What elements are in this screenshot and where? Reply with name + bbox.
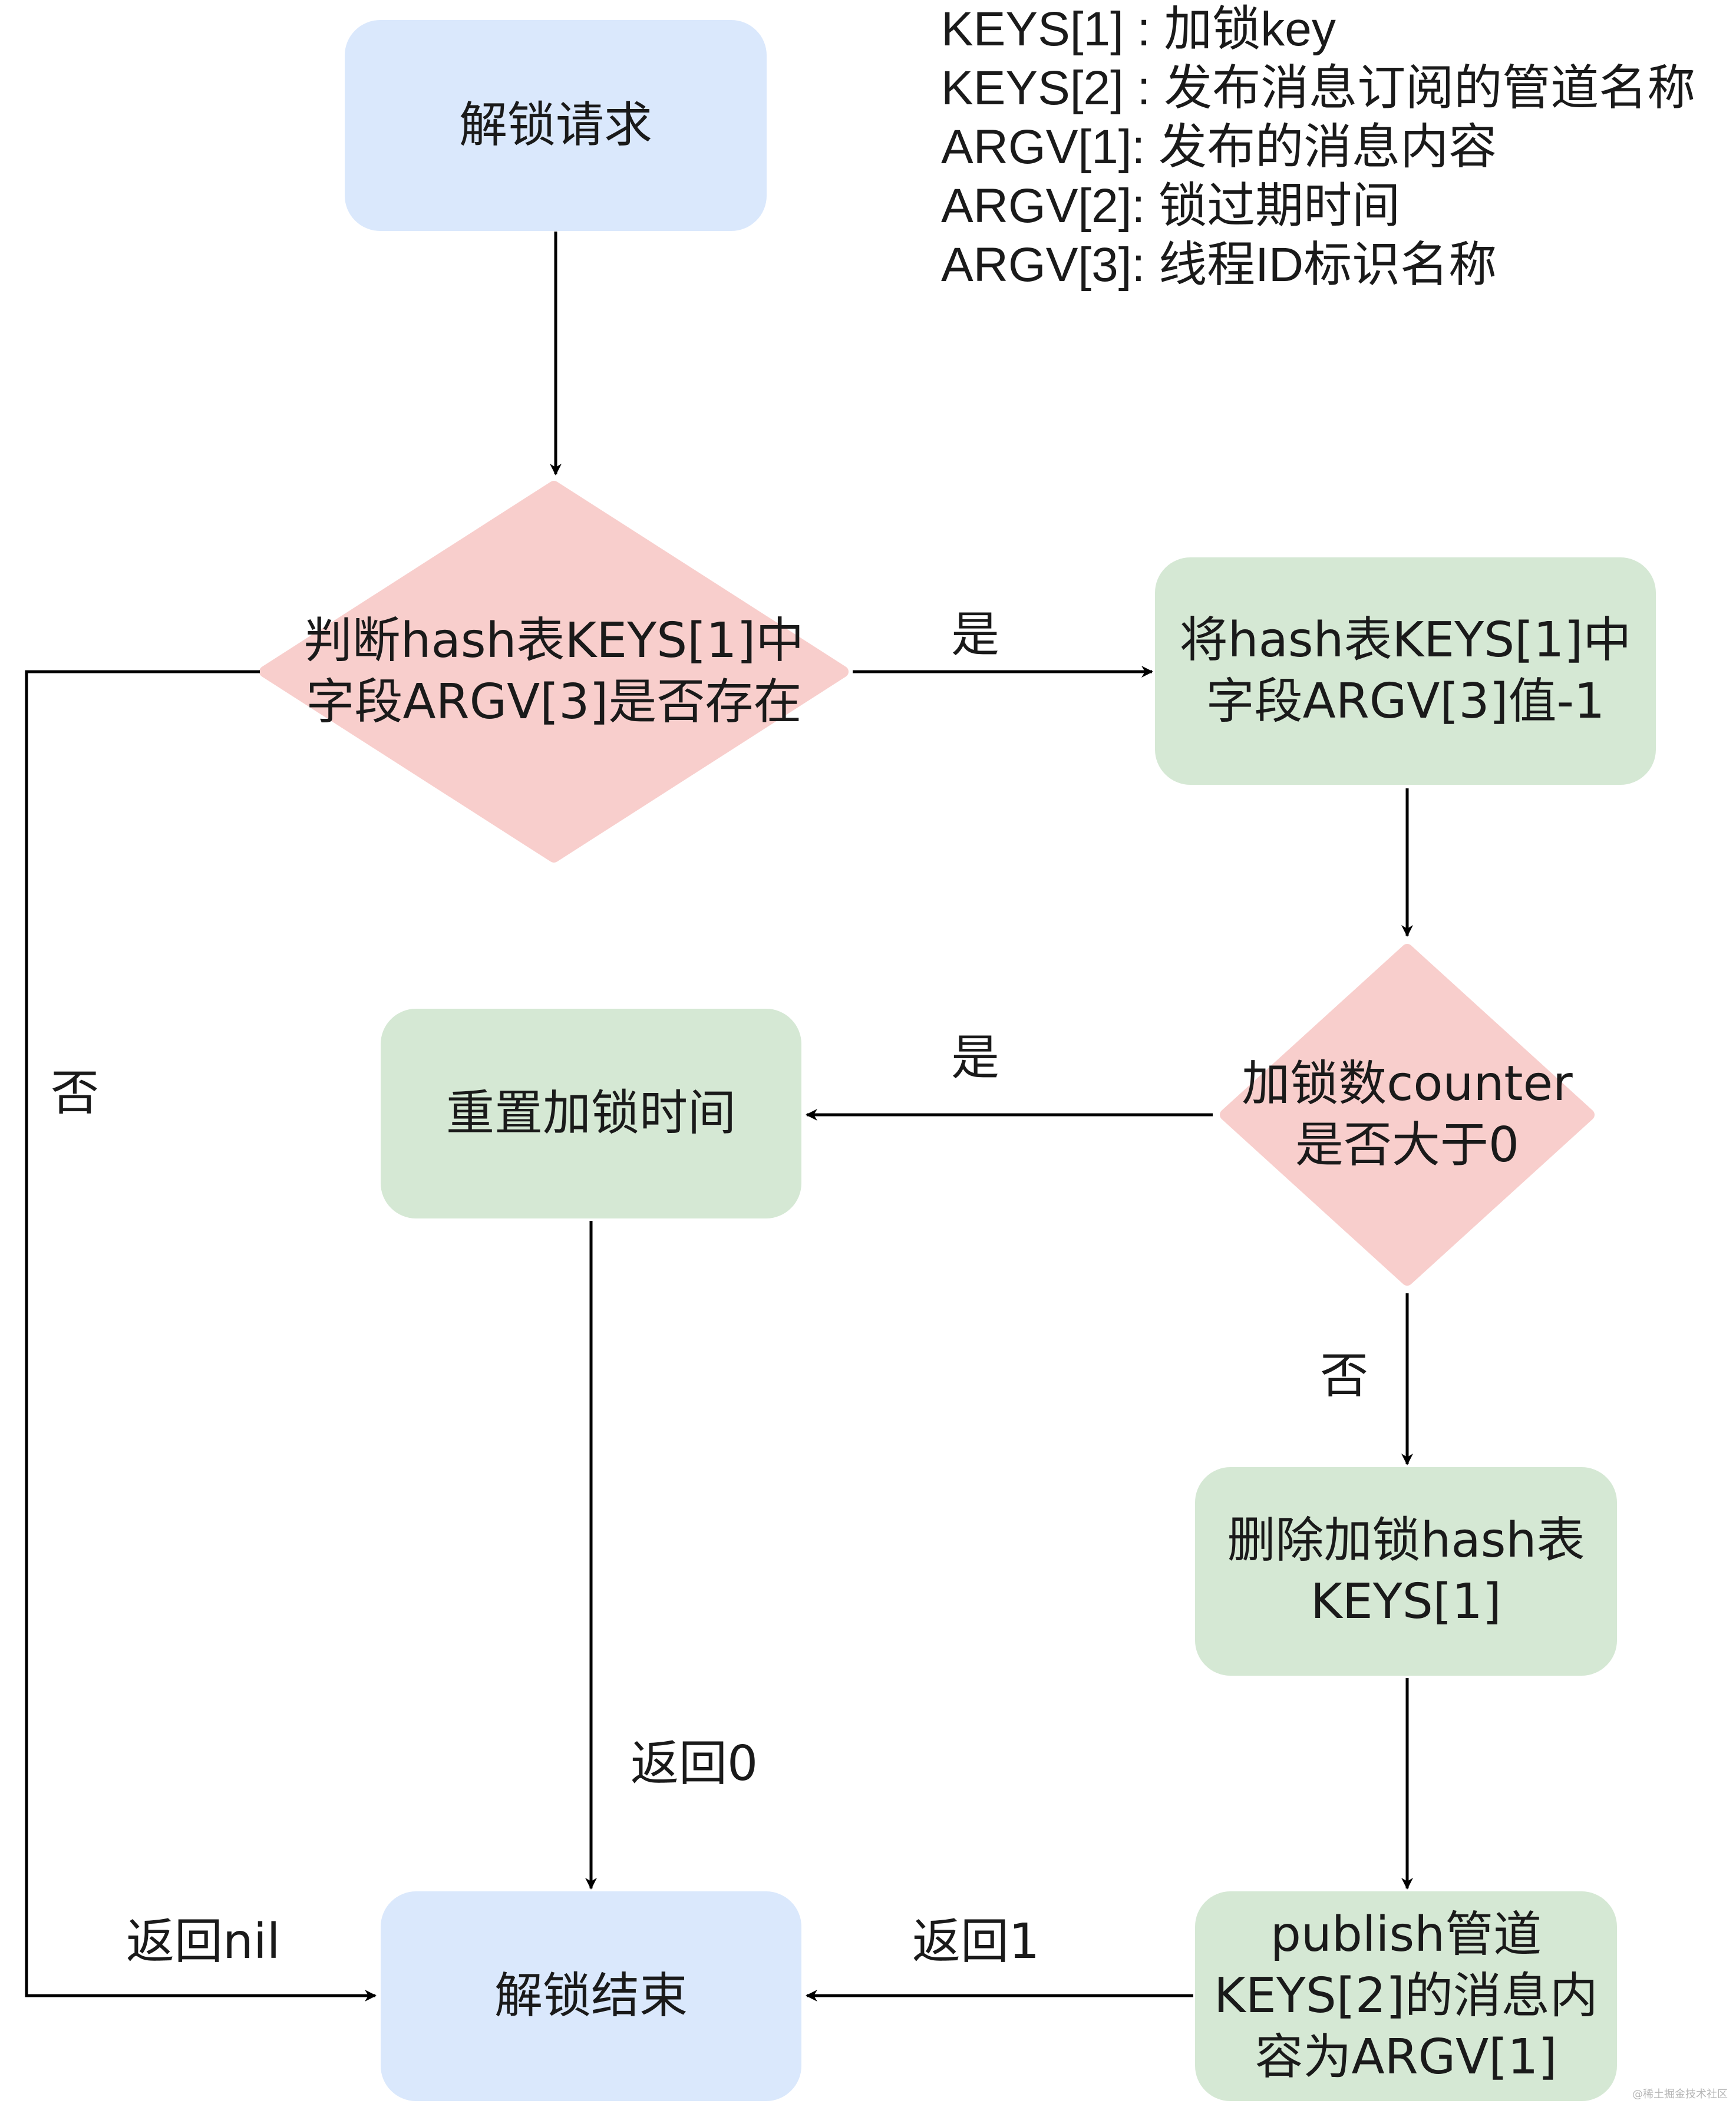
- variable-legend: KEYS[1] : 加锁key KEYS[2] : 发布消息订阅的管道名称 AR…: [941, 0, 1695, 295]
- node-check-field: 判断hash表KEYS[1]中 字段ARGV[3]是否存在: [271, 607, 837, 737]
- node-decrement-line: 将hash表KEYS[1]中: [1179, 612, 1632, 668]
- node-publish-line: KEYS[2]的消息内: [1214, 1968, 1598, 2024]
- node-decrement: 将hash表KEYS[1]中 字段ARGV[3]值-1: [1155, 557, 1656, 785]
- decision-diamond-field-exists: [259, 481, 849, 863]
- node-decrement-line: 字段ARGV[3]值-1: [1206, 673, 1605, 729]
- decision-diamond-counter: [1220, 944, 1595, 1286]
- node-unlock-request-label: 解锁请求: [458, 97, 652, 153]
- node-publish-line: 容为ARGV[1]: [1255, 2029, 1557, 2085]
- edge-check-no: [25, 670, 377, 2002]
- node-check-field-line: 字段ARGV[3]是否存在: [306, 674, 802, 730]
- legend-line: ARGV[1]: 发布的消息内容: [941, 120, 1497, 174]
- edge-label-no: 否: [51, 1065, 100, 1121]
- node-reset-time-label: 重置加锁时间: [445, 1085, 736, 1141]
- legend-line: KEYS[1] : 加锁key: [941, 2, 1336, 56]
- edge-label-return-nil: 返回nil: [126, 1914, 280, 1970]
- node-unlock-end-label: 解锁结束: [494, 1968, 688, 2024]
- edge-label-return-0: 返回0: [631, 1736, 758, 1792]
- edge-label-no: 否: [1320, 1348, 1369, 1404]
- node-unlock-request: 解锁请求: [345, 20, 767, 231]
- legend-line: KEYS[2] : 发布消息订阅的管道名称: [941, 61, 1696, 115]
- node-publish-line: publish管道: [1270, 1907, 1542, 1963]
- node-delete-hash-line: KEYS[1]: [1311, 1574, 1501, 1630]
- node-unlock-end: 解锁结束: [381, 1891, 801, 2101]
- node-reset-time: 重置加锁时间: [381, 1009, 801, 1218]
- edge-label-yes: 是: [951, 1030, 1000, 1086]
- node-publish: publish管道 KEYS[2]的消息内 容为ARGV[1]: [1195, 1891, 1617, 2101]
- node-check-field-line: 判断hash表KEYS[1]中: [303, 613, 804, 669]
- node-delete-hash: 删除加锁hash表 KEYS[1]: [1195, 1467, 1617, 1676]
- edge-label-return-1: 返回1: [912, 1914, 1040, 1970]
- node-counter-check-line: 加锁数counter: [1242, 1056, 1573, 1112]
- edge-label-yes: 是: [951, 607, 1000, 663]
- watermark: @稀土掘金技术社区: [1632, 2088, 1728, 2101]
- legend-line: ARGV[3]: 线程ID标识名称: [941, 238, 1497, 292]
- legend-line: ARGV[2]: 锁过期时间: [941, 179, 1401, 233]
- node-delete-hash-line: 删除加锁hash表: [1227, 1512, 1585, 1568]
- node-counter-check: 加锁数counter 是否大于0: [1237, 1050, 1577, 1180]
- node-counter-check-line: 是否大于0: [1295, 1117, 1520, 1173]
